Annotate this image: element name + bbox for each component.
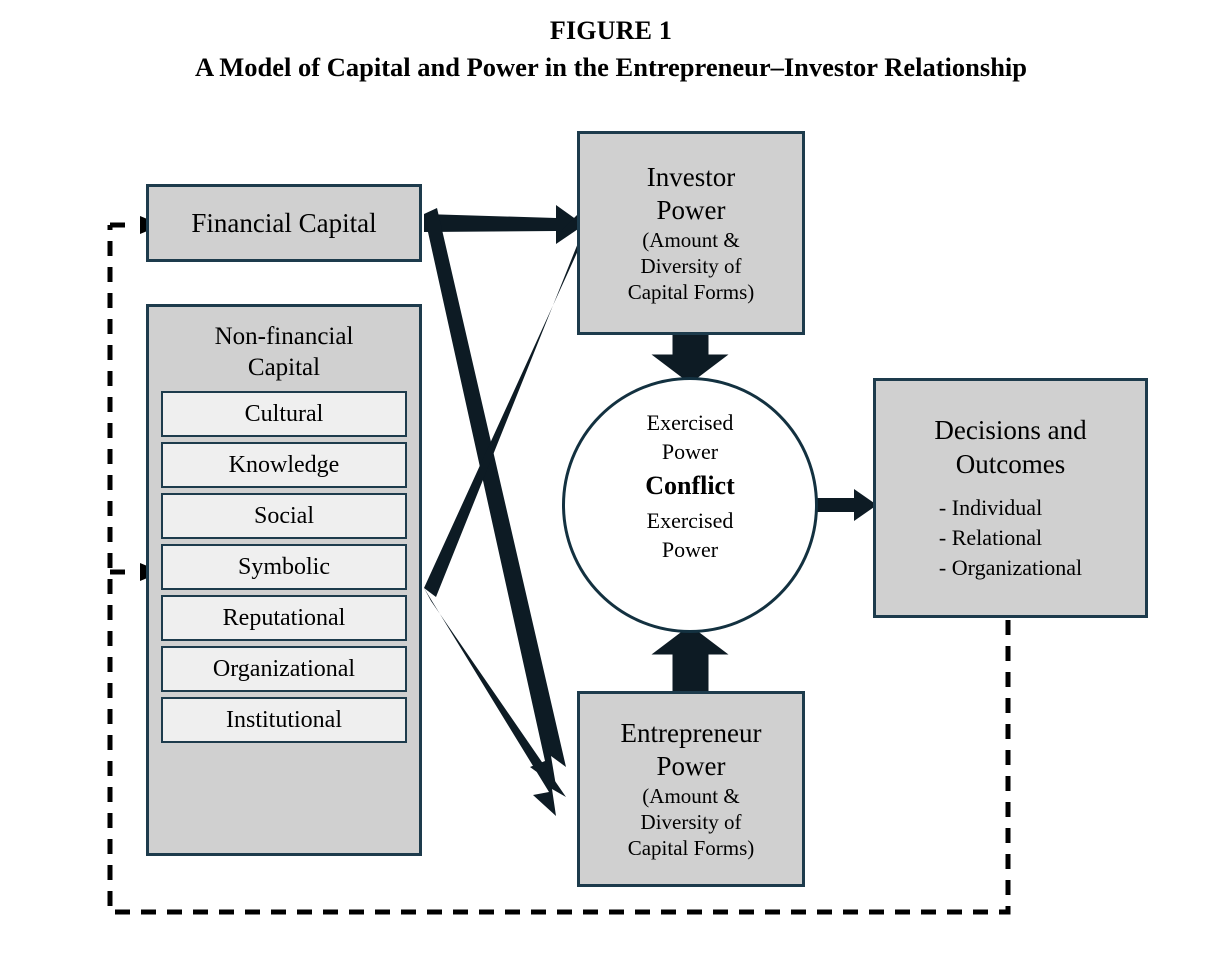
figure-label: FIGURE 1	[549, 16, 673, 45]
decisions-outcome-list: - Individual - Relational - Organization…	[939, 493, 1082, 583]
edge-investor-to-conflict	[651, 334, 729, 384]
nonfinancial-capital-heading: Non-financial Capital	[215, 321, 354, 383]
figure-title-block: FIGURE 1 A Model of Capital and Power in…	[0, 14, 1222, 86]
conflict-top-line2: Power	[661, 439, 719, 464]
capital-type-social[interactable]: Social	[161, 493, 407, 539]
decisions-heading-line1: Decisions and	[934, 415, 1087, 445]
entrepreneur-power-title-line1: Entrepreneur	[620, 718, 762, 748]
capital-type-reputational[interactable]: Reputational	[161, 595, 407, 641]
decisions-outcome-relational: - Relational	[938, 525, 1043, 550]
entrepreneur-power-detail-line1: (Amount &	[642, 784, 740, 808]
edge-conflict-to-decisions	[813, 489, 877, 521]
investor-power-detail-line3: Capital Forms)	[627, 280, 755, 304]
investor-power-title-line2: Power	[656, 195, 726, 225]
capital-type-institutional[interactable]: Institutional	[161, 697, 407, 743]
capital-type-organizational[interactable]: Organizational	[161, 646, 407, 692]
node-decisions-and-outcomes[interactable]: Decisions and Outcomes - Individual - Re…	[873, 378, 1148, 618]
edge-nonfinancial-to-entrepreneur	[424, 588, 566, 816]
edge-financial-to-investor	[424, 205, 584, 244]
decisions-heading-line2: Outcomes	[955, 449, 1066, 479]
capital-type-knowledge[interactable]: Knowledge	[161, 442, 407, 488]
financial-capital-label: Financial Capital	[191, 207, 377, 238]
node-conflict-circle[interactable]	[562, 377, 818, 633]
node-financial-capital[interactable]: Financial Capital	[146, 184, 422, 262]
entrepreneur-power-detail-line2: Diversity of	[640, 810, 742, 834]
conflict-center-label: Conflict	[645, 471, 735, 500]
capital-type-symbolic[interactable]: Symbolic	[161, 544, 407, 590]
nonfinancial-capital-heading-line1: Non-financial	[214, 323, 354, 350]
investor-power-detail-line1: (Amount &	[642, 228, 740, 252]
decisions-heading: Decisions and Outcomes	[934, 413, 1086, 481]
figure-subtitle: A Model of Capital and Power in the Entr…	[194, 52, 1028, 82]
investor-power-detail-line2: Diversity of	[640, 254, 742, 278]
conflict-bottom-line2: Power	[661, 537, 719, 562]
edge-financial-to-entrepreneur	[424, 208, 566, 786]
decisions-outcome-individual: - Individual	[938, 495, 1043, 520]
investor-power-title-line1: Investor	[646, 162, 736, 192]
entrepreneur-power-detail-line3: Capital Forms)	[627, 836, 755, 860]
capital-type-cultural[interactable]: Cultural	[161, 391, 407, 437]
node-entrepreneur-power[interactable]: Entrepreneur Power (Amount & Diversity o…	[577, 691, 805, 887]
node-investor-power[interactable]: Investor Power (Amount & Diversity of Ca…	[577, 131, 805, 335]
conflict-bottom-line1: Exercised	[646, 508, 734, 533]
entrepreneur-power-title-line2: Power	[656, 751, 726, 781]
conflict-text-stack: Exercised Power Conflict Exercised Power	[600, 408, 780, 564]
edge-nonfinancial-to-investor	[424, 215, 585, 597]
decisions-outcome-organizational: - Organizational	[938, 555, 1083, 580]
conflict-top-line1: Exercised	[646, 410, 734, 435]
node-nonfinancial-capital[interactable]: Non-financial Capital Cultural Knowledge…	[146, 304, 422, 856]
nonfinancial-capital-heading-line2: Capital	[247, 354, 321, 381]
capital-type-list: Cultural Knowledge Social Symbolic Reput…	[161, 391, 407, 743]
edge-entrepreneur-to-conflict	[651, 625, 729, 692]
